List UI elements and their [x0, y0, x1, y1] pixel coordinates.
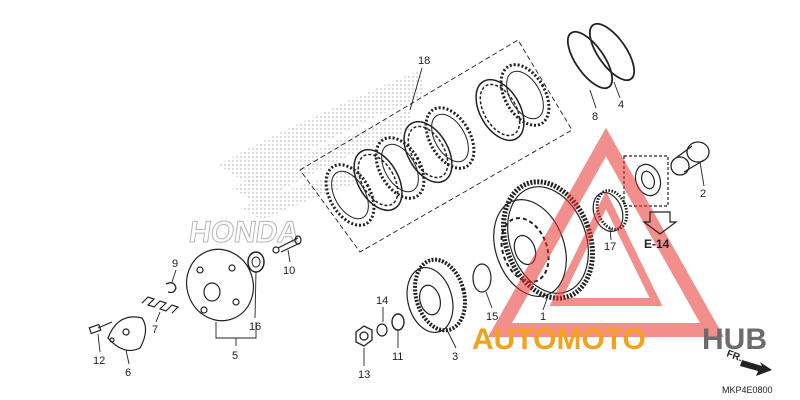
nut-13 — [355, 325, 373, 347]
callout-9: 9 — [172, 258, 178, 270]
washer-11 — [391, 313, 405, 331]
callout-17: 17 — [604, 241, 616, 253]
washer-14 — [376, 323, 388, 337]
callout-3: 3 — [452, 351, 458, 363]
leader-lines — [97, 67, 705, 366]
washer-15 — [472, 263, 492, 293]
callout-11: 11 — [392, 351, 403, 363]
callout-7: 7 — [152, 324, 158, 336]
callout-8: 8 — [592, 111, 598, 123]
watermark-right: HUB — [702, 323, 767, 356]
bolt-12 — [88, 321, 113, 335]
pressure-plate — [186, 248, 254, 322]
clutch-plate-group-outline — [299, 39, 573, 253]
ring-8 — [566, 30, 614, 90]
reference-arrow: E-14 — [642, 211, 678, 251]
direction-label: FR. — [725, 348, 744, 364]
ring-4 — [588, 22, 636, 82]
callout-4: 4 — [618, 99, 624, 111]
callout-13: 13 — [358, 369, 370, 381]
front-direction-indicator: FR. — [725, 348, 772, 376]
callout-14: 14 — [376, 295, 388, 307]
clip-9 — [165, 282, 177, 294]
callout-6: 6 — [125, 367, 131, 379]
reference-label: E-14 — [644, 237, 670, 251]
bearing-16 — [247, 251, 265, 273]
callout-5: 5 — [232, 350, 238, 362]
honda-wing-logo: HONDA — [187, 70, 425, 249]
clutch-outer-basket — [493, 179, 595, 301]
collar-2 — [670, 141, 710, 176]
watermark-triangle — [488, 127, 724, 337]
clutch-plates-stack — [324, 63, 551, 227]
callout-2: 2 — [700, 188, 706, 200]
callout-1: 1 — [540, 311, 546, 323]
clutch-center — [406, 257, 467, 333]
honda-brand-text: HONDA — [187, 216, 302, 249]
callout-15: 15 — [486, 311, 498, 323]
callout-18: 18 — [418, 55, 430, 67]
callout-numbers: 18 8 4 2 17 1 15 3 11 14 13 10 16 5 9 7 … — [93, 55, 706, 381]
callout-12: 12 — [93, 355, 105, 367]
drawing-code: MKP4E0800 — [722, 385, 773, 395]
lifter-rod — [272, 235, 302, 254]
callout-16: 16 — [249, 321, 261, 333]
watermark-left: AUTOMOTO — [472, 323, 646, 356]
callout-10: 10 — [283, 265, 295, 277]
lifter-plate — [107, 316, 147, 351]
spring-7 — [141, 296, 180, 314]
watermark-text: AUTOMOTO HUB — [472, 323, 767, 356]
